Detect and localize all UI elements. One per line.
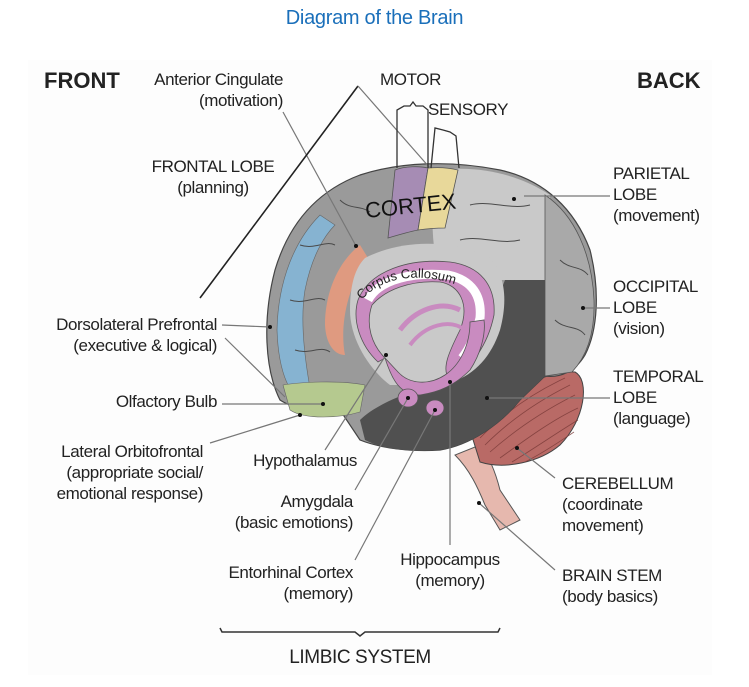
- lateral-orbitofrontal-label: Lateral Orbitofrontal (appropriate socia…: [56, 442, 204, 503]
- anterior-cingulate-label: Anterior Cingulate (motivation): [154, 70, 283, 110]
- entorhinal-cortex-label: Entorhinal Cortex (memory): [228, 563, 353, 603]
- diagram-title: Diagram of the Brain: [285, 7, 464, 29]
- amygdala-label: Amygdala (basic emotions): [234, 492, 354, 532]
- marker-dots: [268, 197, 585, 505]
- cortex-brackets: [396, 100, 460, 169]
- front-label: FRONT: [44, 68, 120, 93]
- back-label: BACK: [637, 68, 701, 93]
- corpus-callosum-region: [355, 260, 495, 381]
- dorsolateral-prefrontal-label: Dorsolateral Prefrontal (executive & log…: [56, 315, 217, 355]
- frontal-lobe-label: FRONTAL LOBE (planning): [151, 157, 275, 197]
- brain-stem-label: BRAIN STEM (body basics): [562, 566, 662, 606]
- limbic-system-label: LIMBIC SYSTEM: [289, 647, 431, 668]
- limbic-system-brace: [219, 627, 501, 637]
- frontal-lobe-bracket-line: [199, 85, 359, 299]
- parietal-lobe-label: PARIETAL LOBE (movement): [613, 164, 700, 225]
- olfactory-bulb-label: Olfactory Bulb: [115, 392, 218, 411]
- cerebellum-label: CEREBELLUM (coordinate movement): [562, 474, 674, 535]
- leader-lines: [209, 111, 610, 571]
- sensory-label: SENSORY: [428, 100, 509, 119]
- temporal-lobe-label: TEMPORAL LOBE (language): [613, 367, 704, 428]
- hippocampus-label: Hippocampus (memory): [400, 550, 500, 590]
- olfactory-region: [282, 381, 366, 418]
- hypothalamus-label: Hypothalamus: [253, 451, 357, 470]
- sensory-cortex-region: [417, 167, 459, 231]
- occipital-lobe-region: [544, 194, 595, 377]
- motor-label: MOTOR: [380, 70, 441, 89]
- occipital-lobe-label: OCCIPITAL LOBE (vision): [613, 277, 698, 338]
